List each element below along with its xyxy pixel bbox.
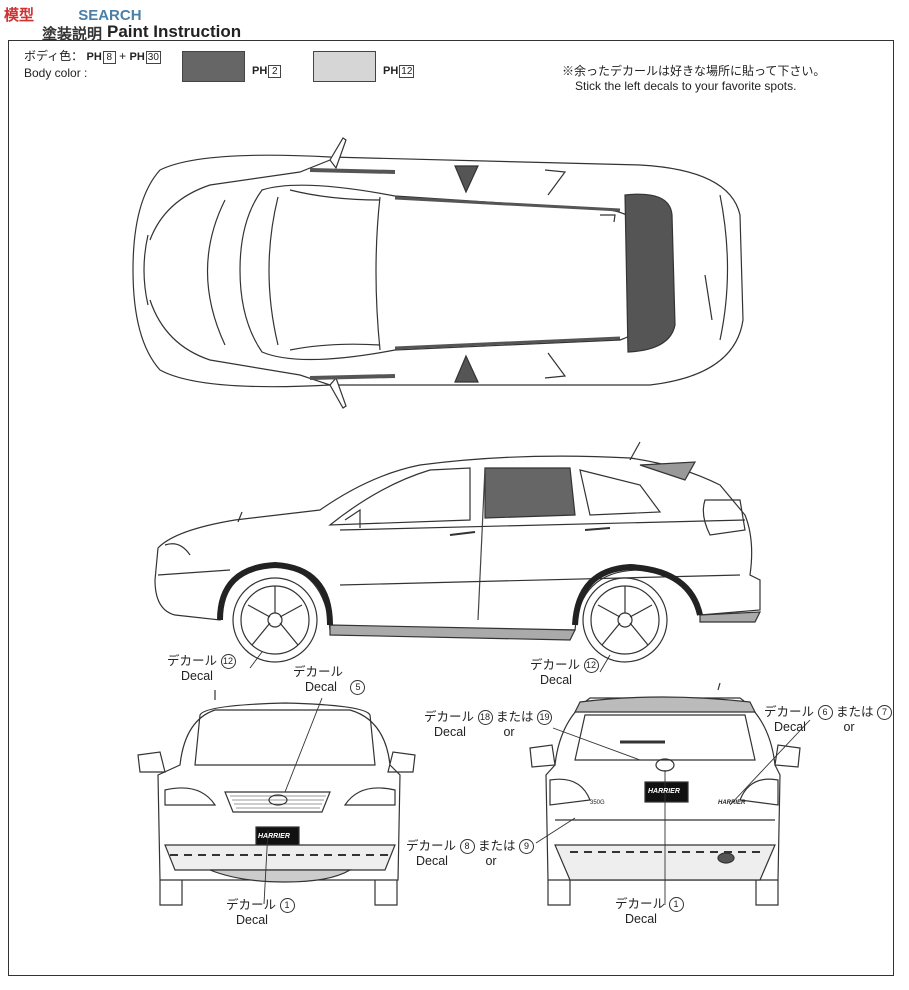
decal-number: 8 bbox=[459, 839, 475, 855]
color-swatch-dark bbox=[182, 51, 245, 82]
watermark-cn: 模型 bbox=[4, 7, 35, 24]
callout-en: Decal bbox=[305, 680, 337, 694]
callout-jp: デカール bbox=[293, 665, 344, 679]
callout-en: Decal bbox=[416, 854, 448, 869]
callout-jp: デカール bbox=[615, 897, 666, 911]
page-title: Paint Instruction bbox=[107, 22, 242, 41]
paint-prefix: PH bbox=[86, 51, 102, 63]
callout-or-jp: または bbox=[835, 705, 874, 719]
top-view-car bbox=[132, 137, 744, 409]
body-color-jp: ボディ色： bbox=[24, 49, 84, 63]
decal-number-alt: 19 bbox=[536, 710, 552, 726]
title-jp: 塗装説明 bbox=[41, 26, 102, 43]
decal-callout-6-or-7: デカール 6 または 7 Decal or bbox=[764, 705, 892, 735]
callout-or-jp: または bbox=[495, 710, 534, 724]
paint-prefix: PH bbox=[129, 51, 145, 63]
callout-jp: デカール bbox=[424, 710, 475, 724]
rear-side-badge: HARRIER bbox=[718, 800, 746, 806]
decal-number-alt: 7 bbox=[876, 705, 892, 721]
plus-sign: + bbox=[119, 49, 127, 63]
decal-number: 18 bbox=[477, 710, 493, 726]
rear-badge: HARRIER bbox=[648, 788, 680, 795]
callout-or-en: or bbox=[843, 720, 855, 735]
decal-callout-8-or-9: デカール 8 または 9 Decal or bbox=[406, 839, 534, 869]
decal-number: 1 bbox=[668, 897, 684, 913]
paint-number: 30 bbox=[145, 51, 161, 64]
callout-en: Decal bbox=[181, 669, 213, 684]
paint-prefix: PH bbox=[383, 65, 399, 77]
body-color-label-en: Body color : bbox=[24, 66, 88, 80]
decal-callout-1-rear: デカール 1 Decal bbox=[615, 897, 684, 927]
decal-number: 5 bbox=[350, 680, 366, 696]
decal-callout-18-or-19: デカール 18 または 19 Decal or bbox=[424, 710, 552, 740]
paint-number: 8 bbox=[102, 51, 116, 64]
decal-number: 6 bbox=[817, 705, 833, 721]
decal-callout-12-left: デカール 12 Decal bbox=[167, 654, 236, 684]
callout-en: Decal bbox=[434, 725, 466, 740]
decal-callout-12-right: デカール 12 Decal bbox=[530, 658, 599, 688]
decal-callout-5: デカール Decal 5 bbox=[293, 665, 366, 696]
watermark-en: SEARCH bbox=[78, 7, 142, 24]
callout-en: Decal bbox=[774, 720, 806, 735]
callout-en: Decal bbox=[236, 913, 268, 928]
callout-jp: デカール bbox=[226, 898, 277, 912]
color-swatch-light bbox=[313, 51, 376, 82]
decal-callout-1-front: デカール 1 Decal bbox=[226, 898, 295, 928]
callout-or-en: or bbox=[503, 725, 515, 740]
callout-en: Decal bbox=[625, 912, 657, 927]
leader-lines bbox=[249, 651, 811, 905]
decal-number: 12 bbox=[583, 658, 599, 674]
front-badge: HARRIER bbox=[258, 833, 290, 840]
paint-prefix: PH bbox=[252, 65, 268, 77]
side-view-car bbox=[154, 441, 761, 663]
note-jp: ※余ったデカールは好きな場所に貼って下さい。 bbox=[562, 64, 826, 78]
callout-jp: デカール bbox=[764, 705, 815, 719]
decal-number: 1 bbox=[279, 898, 295, 914]
callout-jp: デカール bbox=[406, 839, 457, 853]
decal-number: 12 bbox=[220, 654, 236, 670]
callout-or-jp: または bbox=[477, 839, 516, 853]
paint-number: 2 bbox=[268, 65, 282, 78]
instruction-frame bbox=[8, 40, 894, 976]
callout-or-en: or bbox=[485, 854, 497, 869]
paint-number: 12 bbox=[399, 65, 415, 78]
front-view-car bbox=[137, 690, 416, 906]
decal-number-alt: 9 bbox=[518, 839, 534, 855]
watermark: 模型 SEARCH bbox=[4, 4, 142, 25]
note-en: Stick the left decals to your favorite s… bbox=[575, 79, 797, 93]
callout-en: Decal bbox=[540, 673, 572, 688]
callout-jp: デカール bbox=[530, 658, 581, 672]
grade-badge: 350G bbox=[590, 800, 605, 806]
callout-jp: デカール bbox=[167, 654, 218, 668]
